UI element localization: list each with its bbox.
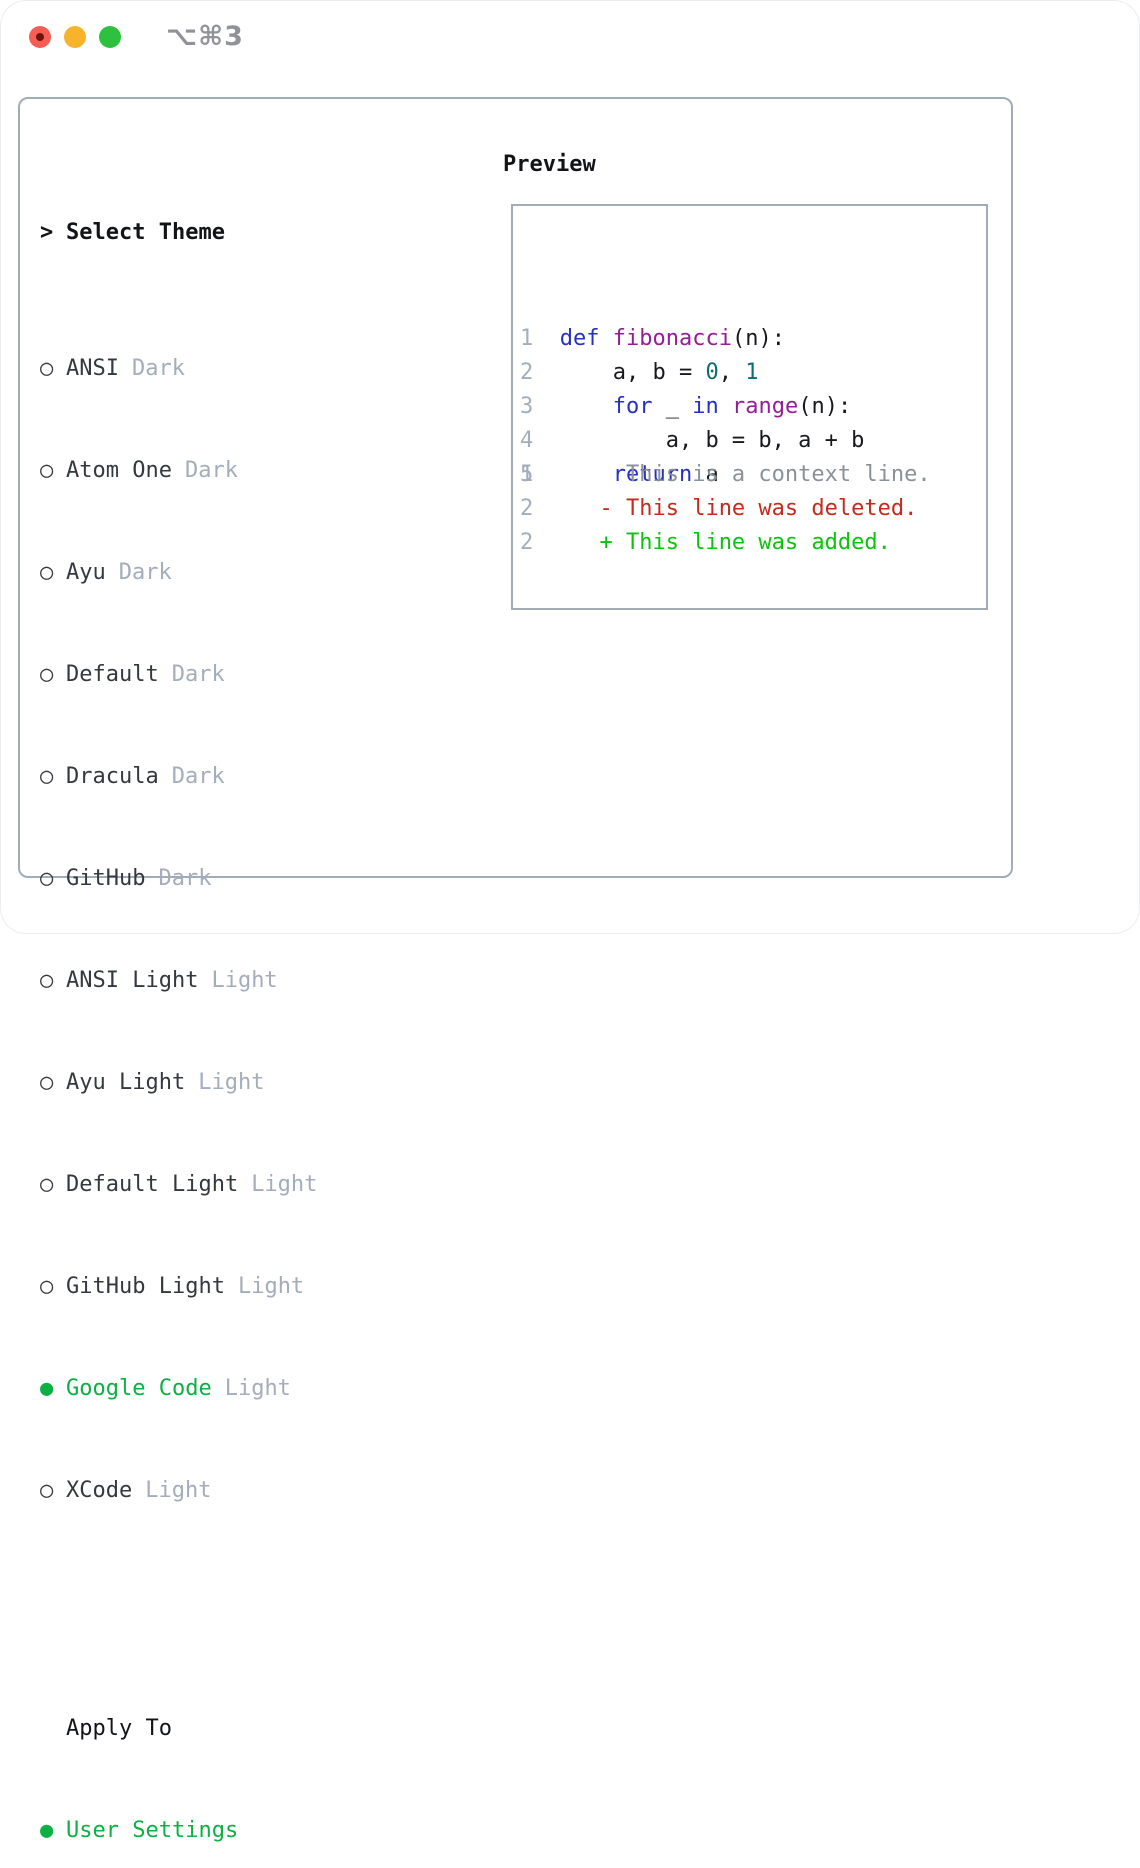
radio-icon: ○ <box>40 968 54 993</box>
code-segment: This is a context line. <box>625 462 931 487</box>
code-line: 2 - This line was deleted. <box>520 492 931 526</box>
code-segment: 1 <box>520 326 534 351</box>
code-segment: - This line was deleted. <box>599 496 918 521</box>
select-theme-title: Select Theme <box>66 220 225 245</box>
zoom-button[interactable] <box>99 26 121 48</box>
code-line: 2 + This line was added. <box>520 526 931 560</box>
close-button[interactable] <box>29 26 51 48</box>
code-segment: 2 <box>520 496 534 521</box>
code-segment <box>533 394 612 419</box>
code-segment <box>600 326 613 351</box>
code-line: 5 return a <box>520 458 931 492</box>
apply-to-header: Apply To <box>66 1716 172 1741</box>
focus-caret-icon: > <box>40 220 54 245</box>
minimize-button[interactable] <box>64 26 86 48</box>
code-segment <box>533 462 626 487</box>
code-segment: (n): <box>798 394 852 419</box>
code-segment: a <box>692 462 719 487</box>
code-segment: range <box>731 394 799 419</box>
radio-selected-icon: ● <box>40 1376 54 1401</box>
code-segment <box>533 428 665 453</box>
titlebar: ⌥⌘3 <box>0 0 1140 74</box>
code-line: 1 def fibonacci(n): <box>520 322 931 356</box>
code-segment: 1 <box>520 462 534 487</box>
code-segment: 3 <box>520 394 534 419</box>
window-shortcut-label: ⌥⌘3 <box>166 21 244 52</box>
radio-icon: ○ <box>40 356 54 381</box>
code-line: 3 for _ in range(n): <box>520 390 931 424</box>
apply-option-user-settings[interactable]: ●User Settings <box>40 1814 411 1848</box>
radio-icon: ○ <box>40 1172 54 1197</box>
code-segment: _ <box>652 394 693 419</box>
code-segment: a, b = b, a + b <box>665 428 865 453</box>
radio-icon: ○ <box>40 458 54 483</box>
code-segment: 2 <box>520 530 534 555</box>
code-segment: fibonacci <box>612 326 732 351</box>
code-segment: 1 <box>745 360 759 385</box>
code-segment: 4 <box>520 428 534 453</box>
code-segment: 0 <box>705 360 719 385</box>
code-segment: 5 <box>520 462 534 487</box>
code-segment: for <box>612 394 653 419</box>
code-segment: , <box>718 360 746 385</box>
code-segment: in <box>692 394 719 419</box>
radio-icon: ○ <box>40 764 54 789</box>
preview-title: Preview <box>503 152 596 177</box>
radio-selected-icon: ● <box>40 1818 54 1843</box>
radio-icon: ○ <box>40 662 54 687</box>
code-segment <box>719 394 732 419</box>
code-segment: return <box>612 462 693 487</box>
code-segment: def <box>559 326 600 351</box>
spacer <box>40 1610 411 1644</box>
radio-icon: ○ <box>40 1274 54 1299</box>
code-line: 2 a, b = 0, 1 <box>520 356 931 390</box>
diff-preview-block: 1 This is a context line.2 - This line w… <box>520 458 931 555</box>
code-segment <box>533 360 612 385</box>
code-segment <box>533 496 599 521</box>
code-line: 4 a, b = b, a + b <box>520 424 931 458</box>
code-segment: + This line was added. <box>599 530 891 555</box>
close-dot-icon <box>36 33 44 41</box>
code-segment <box>533 530 599 555</box>
code-line: 1 This is a context line. <box>520 458 931 492</box>
code-segment: 2 <box>520 360 534 385</box>
radio-icon: ○ <box>40 560 54 585</box>
radio-icon: ○ <box>40 866 54 891</box>
radio-icon: ○ <box>40 1478 54 1503</box>
code-segment: (n): <box>731 326 785 351</box>
radio-icon: ○ <box>40 1070 54 1095</box>
code-segment <box>533 326 560 351</box>
code-segment: a, b = <box>612 360 706 385</box>
select-theme-header: > Select Theme <box>40 216 411 250</box>
